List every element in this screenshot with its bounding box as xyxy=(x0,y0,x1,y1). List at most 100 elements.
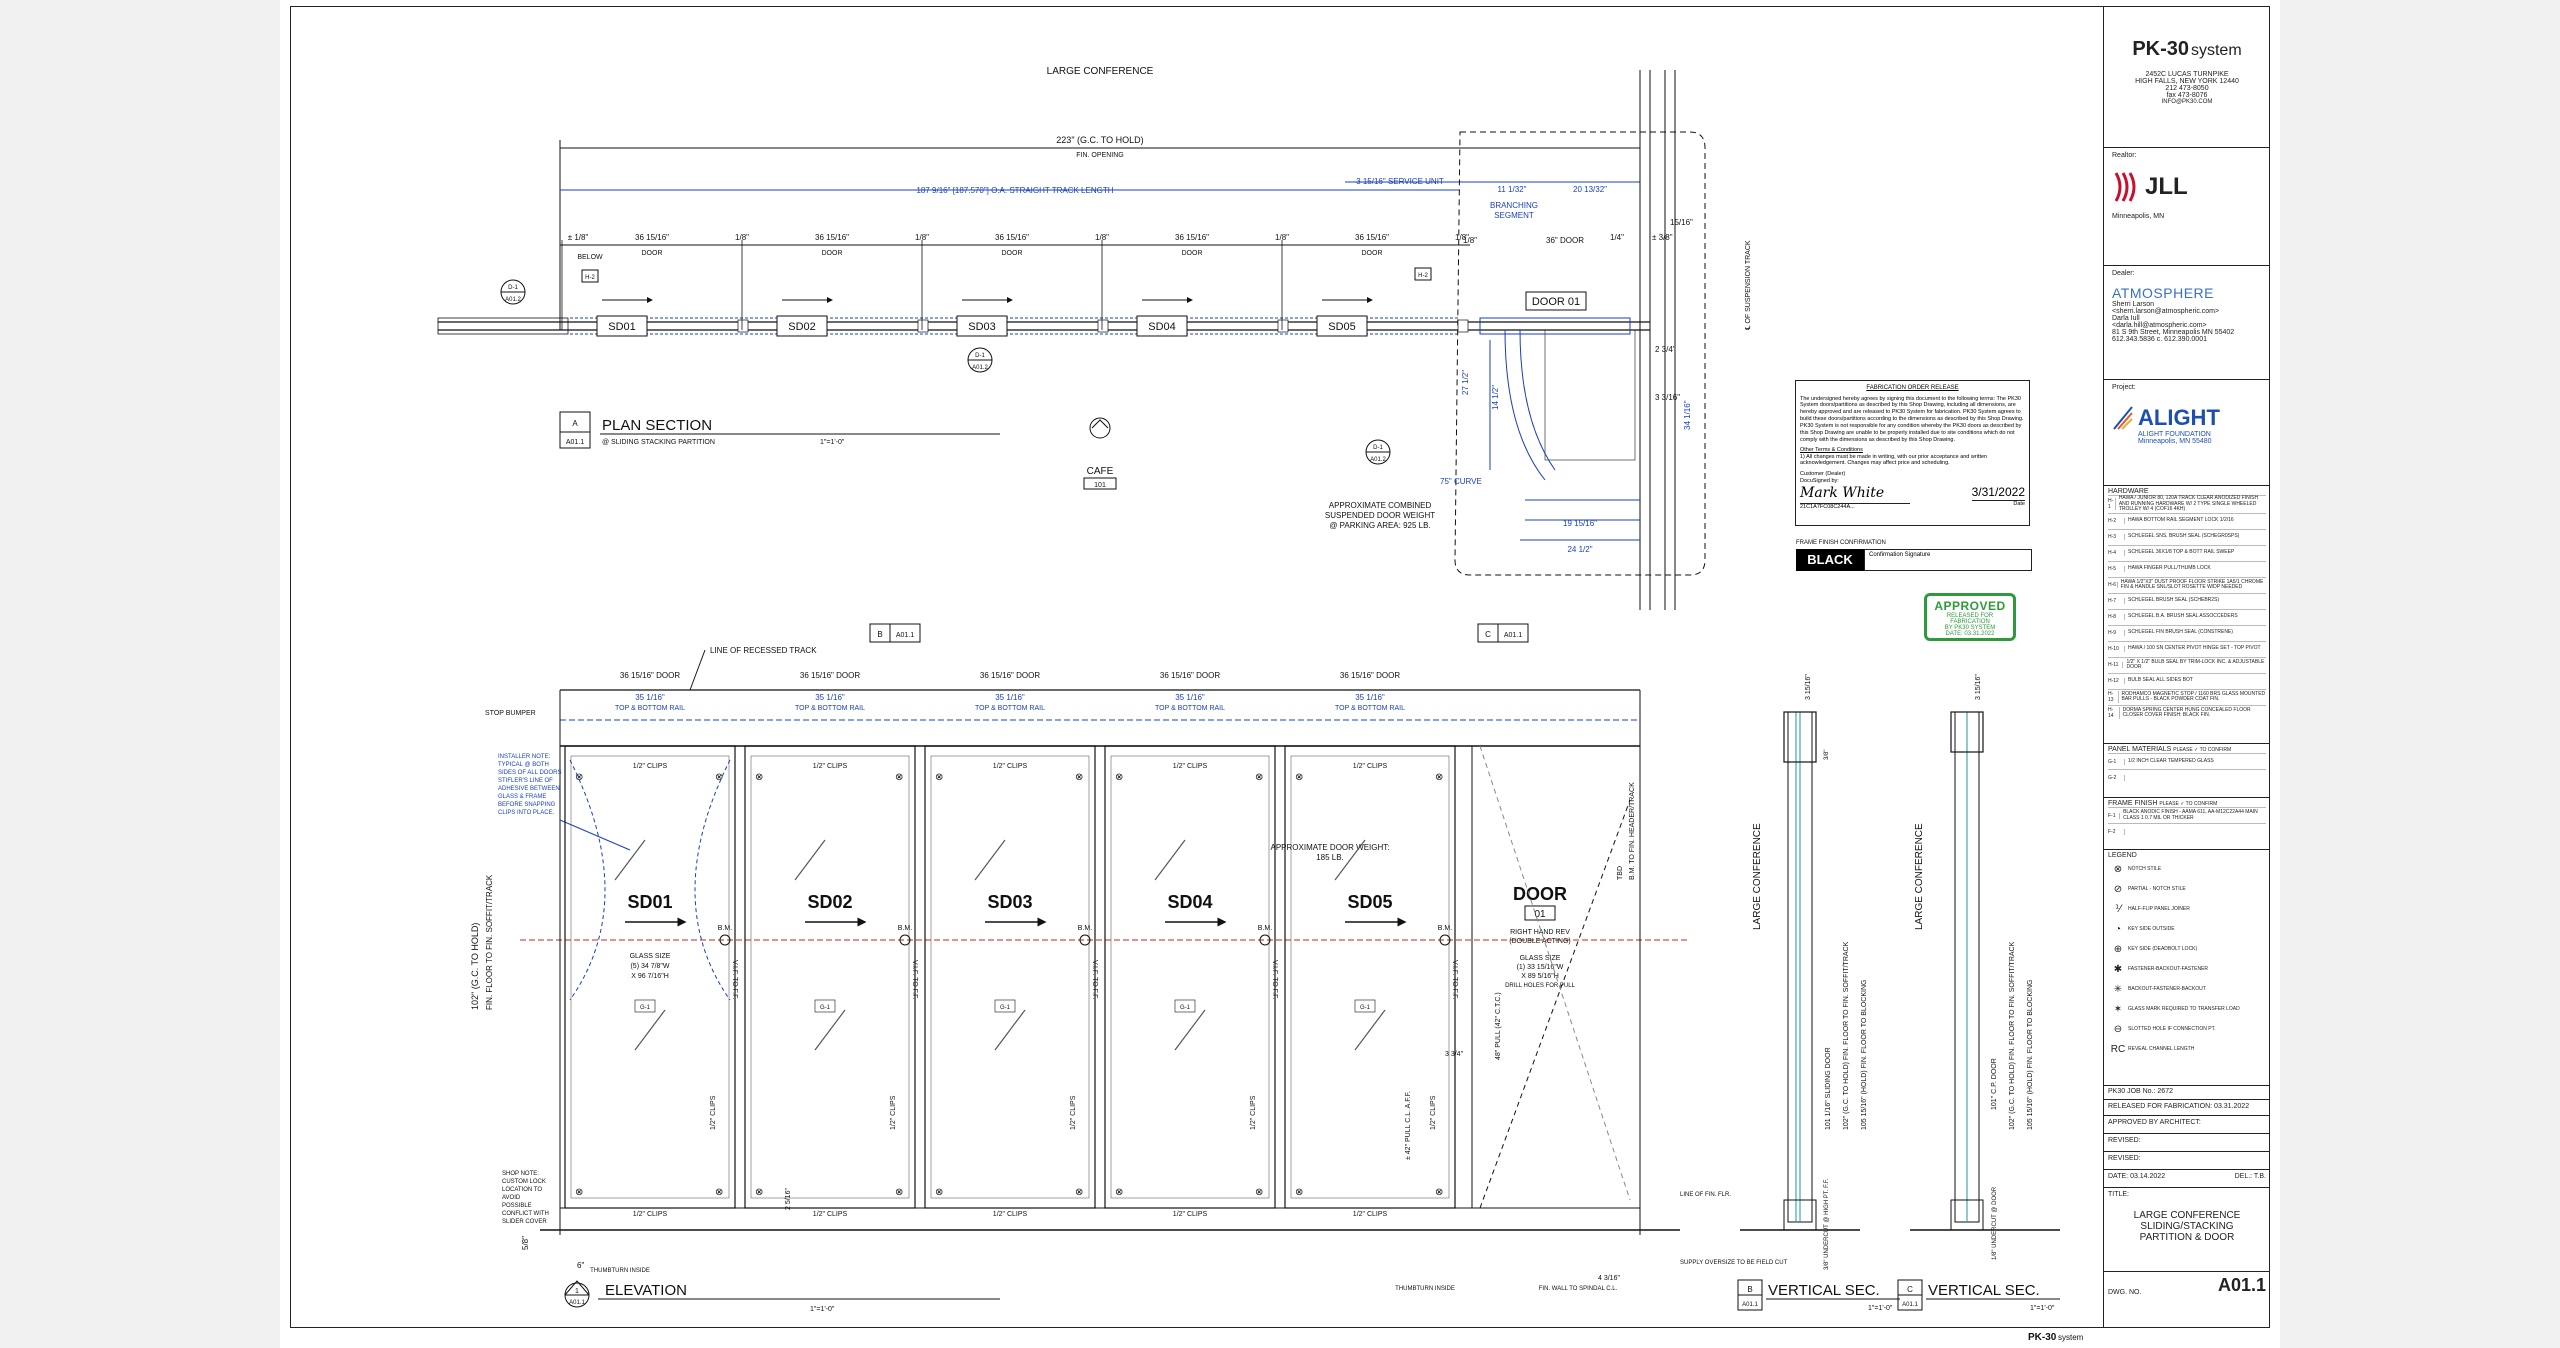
svg-text:CONFLICT WITH: CONFLICT WITH xyxy=(502,1211,549,1217)
elevation-glass-size: GLASS SIZE(5) 34 7/8"WX 96 7/16"H xyxy=(630,953,671,980)
plan-segment: SEGMENT xyxy=(1494,211,1534,220)
plan-panel-label: SD01 xyxy=(608,321,636,333)
elevation-clips-top: 1/2" CLIPS xyxy=(993,763,1028,770)
svg-text:BEFORE SNAPPING: BEFORE SNAPPING xyxy=(498,802,556,808)
plan-dim-1132: 11 1/32" xyxy=(1498,185,1527,194)
tb-dealer-line: 81 S 9th Street, Minneapolis MN 55402 xyxy=(2112,329,2235,336)
tb-title-line: LARGE CONFERENCE xyxy=(2133,1210,2241,1221)
plan-door-label: DOOR 01 xyxy=(1532,296,1580,308)
elevation-rail-dim: 35 1/16" xyxy=(1175,693,1205,702)
plan-panel-label: SD04 xyxy=(1148,321,1176,333)
legend-symbol-icon: ⊖ xyxy=(2113,1023,2123,1035)
svg-text:A01.2: A01.2 xyxy=(1370,457,1386,463)
tb-dealer-line: <darla.hill@atmospheric.com> xyxy=(2112,322,2207,329)
approved-line1: RELEASED FOR FABRICATION xyxy=(1946,613,1994,625)
plan-panel-gap: 1/8" xyxy=(1095,233,1109,242)
tb-brand: PK-30 xyxy=(2132,38,2190,60)
hardware-item-code: H-8 xyxy=(2108,614,2125,620)
tb-approved-by: APPROVED BY ARCHITECT: xyxy=(2108,1119,2201,1126)
svg-text:A01.1: A01.1 xyxy=(1504,632,1522,639)
svg-text:3/8": 3/8" xyxy=(1824,750,1830,760)
hardware-item-code: H-6 xyxy=(2108,582,2118,588)
elevation-panel-label: SD02 xyxy=(807,892,852,912)
elevation-vif: V.I.F. TO F.F. xyxy=(1271,960,1278,1000)
hardware-item-text: SCHLEGEL 36X1/8 TOP & BOTT RAIL SWEEP xyxy=(2128,549,2235,556)
tb-panel-title: PANEL MATERIALS xyxy=(2108,746,2172,753)
hardware-item-text: DORMA SPRING CENTER HUNG CONCEALED FLOOR… xyxy=(2122,706,2251,718)
svg-text:A01.2: A01.2 xyxy=(505,297,521,303)
elevation-clips-bottom: 1/2" CLIPS xyxy=(993,1211,1028,1218)
elev-thumbturn: THUMBTURN INSIDE xyxy=(590,1268,650,1274)
svg-text:CLIPS INTO PLACE.: CLIPS INTO PLACE. xyxy=(498,810,555,816)
legend-text: PARTIAL - NOTCH STILE xyxy=(2128,886,2186,892)
tb-released-value: RELEASED FOR FABRICATION: 03.31.2022 xyxy=(2108,1103,2250,1110)
notch-stile-icon: ⊗ xyxy=(935,1187,943,1198)
svg-text:(5) 34 7/8"W: (5) 34 7/8"W xyxy=(630,963,669,970)
tb-date-value: 03.14.2022 xyxy=(2130,1173,2166,1180)
hardware-item-code: H-4 xyxy=(2108,550,2125,556)
svg-text:DRILL HOLES FOR PULL: DRILL HOLES FOR PULL xyxy=(1505,983,1575,989)
release-title: FABRICATION ORDER RELEASE xyxy=(1866,385,1959,391)
legend-symbol-icon: ✱ xyxy=(2113,963,2123,975)
plan-panel-dim: 36 15/16" xyxy=(1355,233,1389,242)
legend-item: ✳BACKOUT-FASTENER-BACKOUT xyxy=(2108,979,2266,999)
tb-date-label: DATE: xyxy=(2108,1173,2129,1180)
tb-project-name: ALIGHT xyxy=(2138,405,2220,430)
elev-dim-334: 3 3/4" xyxy=(1445,1051,1464,1058)
tb-revised1: REVISED: xyxy=(2108,1137,2141,1144)
tb-job: PK30 JOB No.: 2672 xyxy=(2104,1086,2270,1100)
tb-dealer-line: 612.343.5836 c. 612.390.0001 xyxy=(2112,336,2207,343)
svg-text:(1) 33 15/16"W: (1) 33 15/16"W xyxy=(1517,964,1564,971)
plan-tag-d1-curve: D-1 A01.2 xyxy=(1365,439,1391,465)
frame-finish-value: BLACK xyxy=(1796,549,1864,571)
frame-finish-item-code: F-2 xyxy=(2108,828,2125,835)
plan-dim-234: 2 3/4" xyxy=(1655,345,1676,354)
plan-dim-24: 24 1/2" xyxy=(1567,545,1592,554)
hardware-item-text: 1/2" X 1/2" BULB SEAL BY TRIM-LOCK INC. … xyxy=(2126,658,2265,670)
elevation-panel-label: SD05 xyxy=(1347,892,1392,912)
vsec-c-letter: C xyxy=(1907,1285,1913,1294)
vsec-b-room: LARGE CONFERENCE xyxy=(1752,823,1763,930)
elevation-panel-label: SD01 xyxy=(627,892,672,912)
legend-text: KEY SIDE OUTSIDE xyxy=(2128,926,2175,932)
elev-line-ff: LINE OF FIN. FLR. xyxy=(1680,1192,1731,1198)
legend-text: GLASS MARK REQUIRED TO TRANSFER LOAD xyxy=(2128,1006,2240,1012)
plan-section-ref: A01.1 xyxy=(566,439,584,446)
plan-tag-h2-left xyxy=(581,269,599,283)
tb-panel-note: PLEASE ✓ TO CONFIRM xyxy=(2173,747,2232,753)
plan-panel-door-word: DOOR xyxy=(822,250,843,257)
elev-tag-c: C xyxy=(1485,630,1491,639)
frame-finish-signature: Confirmation Signature xyxy=(1864,549,2032,571)
plan-section: LARGE CONFERENCE 223" (G.C. TO HOLD) FIN… xyxy=(437,66,1752,610)
vsec-b-top: 3 15/16" xyxy=(1805,674,1812,700)
svg-text:1"=1'-0": 1"=1'-0" xyxy=(1868,1305,1893,1312)
plan-below: BELOW xyxy=(577,254,603,261)
hardware-item-text: SCHLEGEL B.A. BRUSH SEAL ASSOCCEDERS xyxy=(2128,613,2238,620)
notch-stile-icon: ⊗ xyxy=(935,772,943,783)
vsec-b-dim-3: 105 15/16" (HOLD) FIN. FLOOR TO BLOCKING xyxy=(1861,980,1868,1130)
plan-overall-sub: FIN. OPENING xyxy=(1076,152,1123,159)
plan-tag-d1-left: D-1 A01.2 xyxy=(500,279,526,305)
frame-finish-item-text: BLACK ANODIC FINISH - AAMA 611, AA-M12C2… xyxy=(2123,809,2258,821)
hardware-item-text: HAWA / 100 SN CENTER PIVOT HINGE SET - T… xyxy=(2128,645,2261,652)
title-block: PK-30 system 2452C LUCAS TURNPIKE HIGH F… xyxy=(2103,6,2270,1328)
svg-text:X 96 7/16"H: X 96 7/16"H xyxy=(631,973,669,980)
hardware-item-code: H-11 xyxy=(2108,662,2124,668)
plan-section-sub: @ SLIDING STACKING PARTITION xyxy=(602,439,715,446)
elev-letter: 1 xyxy=(575,1288,579,1295)
elevation-glass-tag: G-1 xyxy=(1360,1005,1371,1011)
svg-text:APPROXIMATE DOOR WEIGHT:: APPROXIMATE DOOR WEIGHT: xyxy=(1271,843,1390,852)
svg-text:STIFLER'S LINE OF: STIFLER'S LINE OF xyxy=(498,778,553,784)
tb-title-label: TITLE: xyxy=(2108,1191,2130,1198)
